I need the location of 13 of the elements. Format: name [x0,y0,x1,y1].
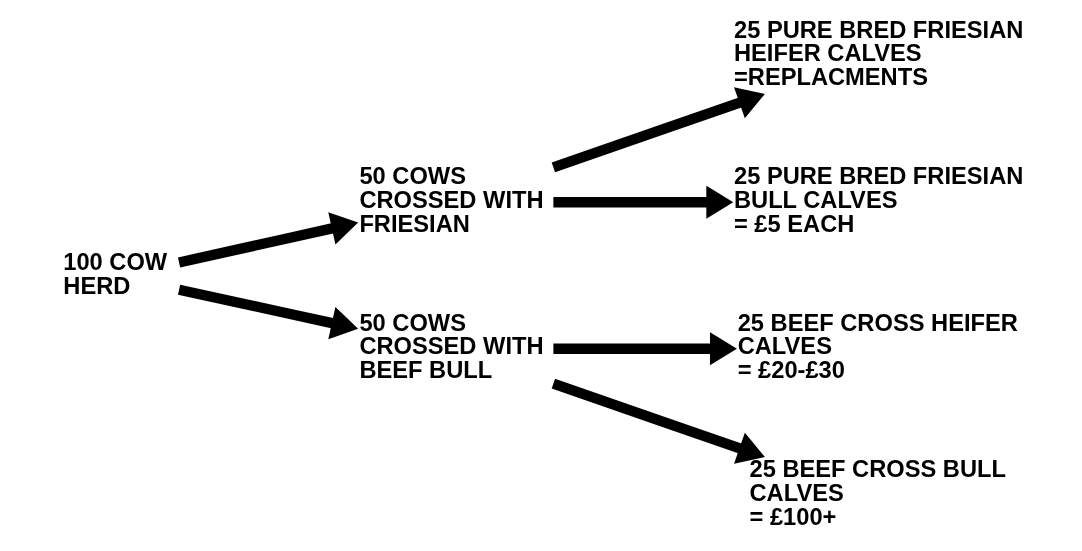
node-text: 50 COWS CROSSED WITH FRIESIAN [358,163,544,237]
node-text: 100 COW HERD [62,249,167,299]
node-text: 25 BEEF CROSS BULL CALVES = £100+ [749,456,1006,530]
arrow [551,378,765,464]
node-text: 25 PURE BRED FRIESIAN BULL CALVES = £5 EACH [733,163,1023,237]
arrow [552,332,737,366]
arrow [552,185,733,219]
arrow [551,87,765,173]
arrow [177,212,358,268]
node-text: 25 BEEF CROSS HEIFER CALVES = £20-£30 [737,309,1018,384]
node-text: 50 COWS CROSSED WITH BEEF BULL [358,309,544,384]
node-text: 25 PURE BRED FRIESIAN HEIFER CALVES =REPLACMENTS [733,16,1023,90]
arrow [177,284,358,340]
